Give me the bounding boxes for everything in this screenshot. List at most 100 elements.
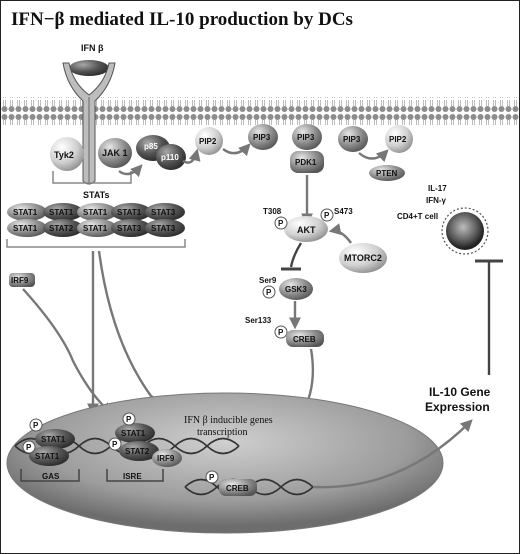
mtorc2-label: MTORC2: [344, 253, 382, 263]
stat-r1-3: [77, 203, 117, 221]
stat-r1-2: [43, 203, 83, 221]
akt-s473-phospho: [320, 208, 334, 222]
ifn-beta-label: IFN β: [81, 43, 104, 53]
stat-r2-1-label: STAT1: [13, 224, 38, 233]
stat-r1-5: [145, 203, 185, 221]
pip3-a-label: PIP3: [253, 133, 271, 142]
nuc-irf9-label: IRF9: [157, 454, 175, 463]
p110-label: p110: [161, 153, 179, 162]
stat-r1-1-label: STAT1: [13, 208, 38, 217]
pip3-b-node: [292, 124, 322, 150]
stats-header: STATs: [83, 190, 110, 200]
nuc-stat1-c: [115, 423, 155, 443]
stat-r1-3-label: STAT1: [83, 208, 108, 217]
isre-label: ISRE: [123, 472, 142, 481]
cd4-tcell-label: CD4+T cell: [397, 212, 438, 221]
svg-text:P: P: [26, 443, 32, 452]
nuc-phospho-3: [122, 412, 136, 426]
stat-r2-4-label: STAT3: [117, 224, 142, 233]
stat-r1-5-label: STAT3: [151, 208, 176, 217]
nuc-stat1-b-label: STAT1: [35, 452, 60, 461]
stat-r1-4: [111, 203, 151, 221]
cell-membrane: [1, 97, 519, 125]
pip2-left-node: [195, 127, 223, 155]
creb-protein: [286, 330, 324, 347]
akt-label: AKT: [297, 225, 316, 235]
pip3-b-label: PIP3: [297, 133, 315, 142]
stat-r1-2-label: STAT1: [49, 208, 74, 217]
creb-label: CREB: [293, 335, 316, 344]
gsk3-protein: [279, 278, 313, 300]
gsk3-label: GSK3: [285, 285, 307, 294]
stat-r1-4-label: STAT1: [117, 208, 142, 217]
ser9-label: Ser9: [259, 276, 277, 285]
il17-label: IL-17: [428, 184, 447, 193]
nuc-irf9: [152, 449, 182, 467]
stat-r2-2-label: STAT2: [49, 224, 74, 233]
ser133-label: Ser133: [245, 316, 272, 325]
svg-text:P: P: [278, 219, 284, 228]
nuc-stat2: [119, 441, 159, 461]
page-title: IFN−β mediated IL-10 production by DCs: [11, 9, 353, 30]
nucleus: [6, 392, 444, 534]
nuc-stat1-a-label: STAT1: [41, 435, 66, 444]
ifn-beta-ligand: [69, 60, 109, 76]
stat-r2-2: [43, 219, 83, 237]
tyk2-protein: [50, 137, 84, 171]
inducible-genes-line2: transcription: [197, 427, 248, 438]
p85-label: p85: [144, 142, 158, 151]
creb-phospho: [274, 325, 288, 339]
stat-r2-5-label: STAT3: [151, 224, 176, 233]
gas-label: GAS: [42, 472, 60, 481]
pten-protein: [369, 165, 405, 181]
nuc-stat1-c-label: STAT1: [121, 429, 146, 438]
svg-text:P: P: [112, 440, 118, 449]
nuc-phospho-2: [22, 440, 36, 454]
nuc-stat1-b: [29, 446, 69, 466]
pdk1-label: PDK1: [295, 158, 317, 167]
stat-grid: STAT1 STAT1 STAT1 STAT1 STAT3 STAT1 STAT…: [6, 203, 186, 248]
s473-label: S473: [334, 207, 353, 216]
inducible-genes-line1: IFN β inducible genes: [184, 415, 273, 426]
pip2-right-label: PIP2: [389, 135, 407, 144]
il10-gene-line1: IL-10 Gene: [429, 385, 491, 399]
stat-r2-1: [7, 219, 47, 237]
jak1-protein: [98, 138, 132, 168]
gsk3-phospho: [262, 285, 276, 299]
il10-gene-line2: Expression: [425, 400, 490, 414]
ifn-gamma-label: IFN-γ: [426, 196, 447, 205]
p110-protein: [156, 144, 186, 170]
svg-text:P: P: [278, 328, 284, 337]
svg-text:P: P: [266, 288, 272, 297]
pip3-a-node: [248, 124, 278, 150]
irf9-cytoplasm: [9, 273, 35, 287]
stat-r2-3: [77, 219, 117, 237]
pip2-left-label: PIP2: [199, 137, 217, 146]
svg-text:P: P: [209, 473, 215, 482]
pip3-c-label: PIP3: [343, 135, 361, 144]
mtorc2-protein: [339, 243, 387, 273]
t308-label: T308: [263, 207, 282, 216]
svg-text:P: P: [33, 421, 39, 430]
svg-text:P: P: [324, 211, 330, 220]
nuc-phospho-4: [108, 437, 122, 451]
pip2-right-node: [385, 125, 413, 153]
akt-t308-phospho: [274, 216, 288, 230]
nuc-creb-protein: [219, 479, 257, 496]
nuc-stat1-a: [35, 429, 75, 449]
svg-text:P: P: [126, 415, 132, 424]
nuc-creb-label: CREB: [226, 484, 249, 493]
nuc-creb-phospho: [205, 470, 219, 484]
pten-label: PTEN: [376, 169, 398, 178]
stat-r2-3-label: STAT1: [83, 224, 108, 233]
pdk1-protein: [290, 151, 324, 173]
nuc-phospho-1: [29, 418, 43, 432]
stat-r2-5: [145, 219, 185, 237]
akt-protein: [284, 216, 328, 242]
irf9-label: IRF9: [11, 276, 29, 285]
nuc-stat2-label: STAT2: [125, 447, 150, 456]
tyk2-label: Tyk2: [54, 150, 74, 160]
ifn-beta-receptor: IFN β: [62, 43, 116, 185]
